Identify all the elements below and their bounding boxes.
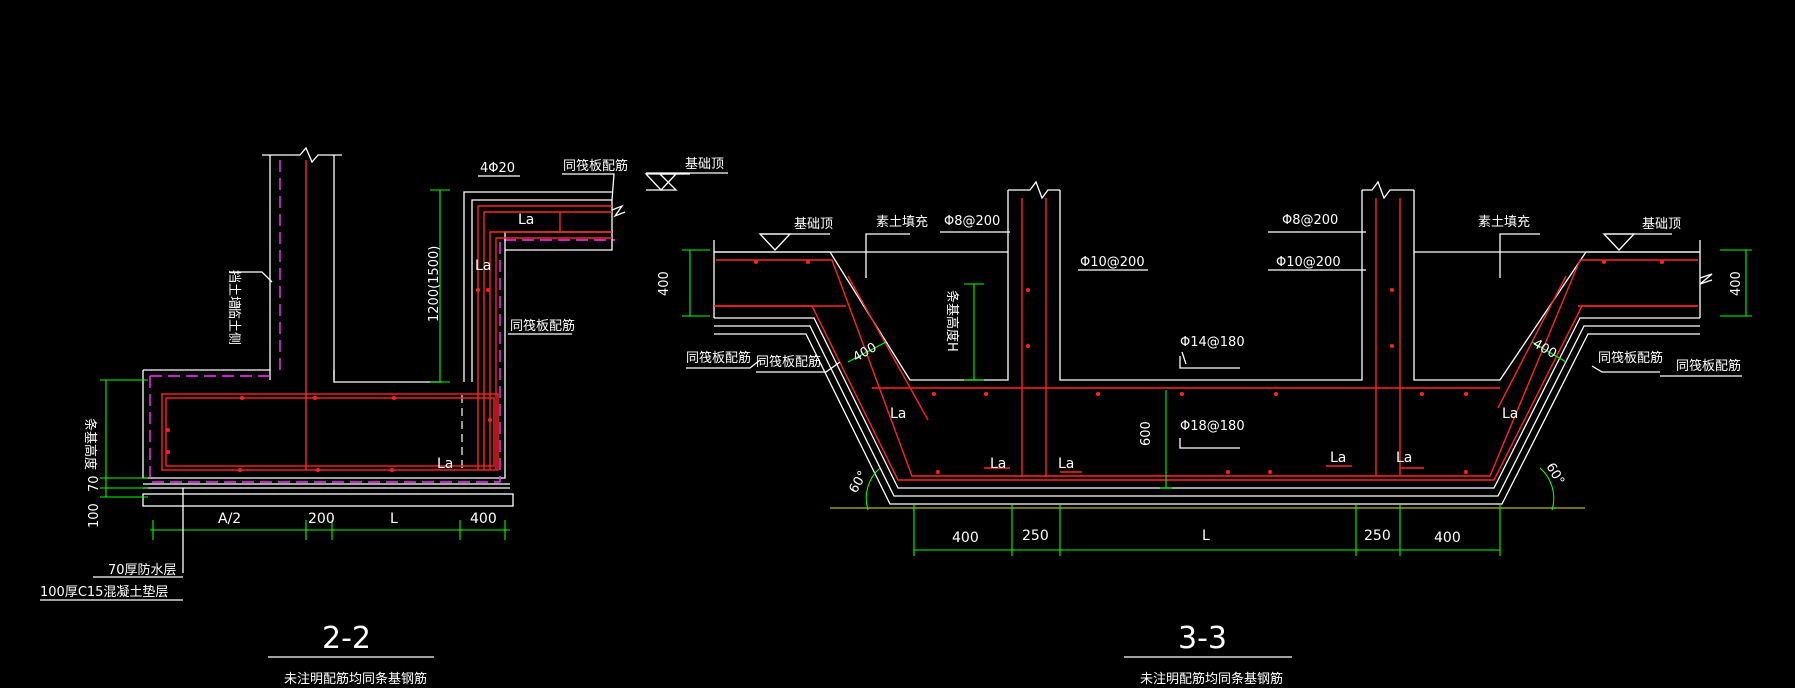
label-same-slab-rebar-side: 同筏板配筋 xyxy=(510,318,575,334)
dim-l: L xyxy=(390,511,398,527)
label-la-bottom: La xyxy=(437,456,453,472)
label-la-1: La xyxy=(890,406,906,422)
label-rebar-14: Φ14@180 xyxy=(1180,335,1245,350)
dim-250b: 250 xyxy=(1364,528,1391,544)
label-600: 600 xyxy=(1139,421,1154,446)
label-400-slope-left: 400 xyxy=(851,340,880,365)
label-la-4: La xyxy=(1330,450,1346,466)
strip-footing-outline xyxy=(142,191,626,507)
dimensions-3-3 xyxy=(682,249,1752,556)
label-soil-side: 临土侧 xyxy=(226,306,241,345)
label-angle-right: 60° xyxy=(1543,461,1568,488)
label-rebar-10-left: Φ10@200 xyxy=(1080,255,1145,270)
label-same-slab-rebar-top: 同筏板配筋 xyxy=(563,158,628,174)
label-la-top: La xyxy=(518,212,534,228)
rebar-cage-2-2 xyxy=(161,205,612,472)
note-3-3: 未注明配筋均同条基钢筋 xyxy=(1140,671,1283,687)
label-la-5: La xyxy=(1396,450,1412,466)
label-waterproof: 70厚防水层 xyxy=(108,562,177,578)
label-retaining-wall: 挡土墙 xyxy=(226,270,241,309)
title-2-2: 2-2 xyxy=(322,621,371,656)
leaders-2-2 xyxy=(40,172,728,601)
label-rebar-10-right: Φ10@200 xyxy=(1276,255,1341,270)
title-3-3: 3-3 xyxy=(1178,621,1227,656)
label-strip-base-height-h: 条基高度H xyxy=(944,290,960,352)
label-rebar-4phi20: 4Φ20 xyxy=(480,161,515,176)
label-la-side: La xyxy=(475,258,491,274)
label-height-dim: 1200(1500) xyxy=(427,246,442,322)
label-strip-base-height: 条基高度 xyxy=(82,418,98,470)
dimensions-2-2 xyxy=(100,189,510,540)
section-2-2: 挡土墙 临土侧 条基高度 4Φ20 同筏板配筋 基础顶 La La La 同筏板… xyxy=(40,146,728,687)
label-rebar-18: Φ18@180 xyxy=(1180,419,1245,434)
label-rebar-8-right: Φ8@200 xyxy=(1282,213,1338,228)
note-2-2: 未注明配筋均同条基钢筋 xyxy=(284,671,427,687)
label-same-slab-l1: 同筏板配筋 xyxy=(686,350,751,366)
section-3-3: 基础顶 素土填充 Φ8@200 Φ10@200 Φ8@200 Φ10@200 素… xyxy=(657,180,1752,687)
label-foundation-top-right: 基础顶 xyxy=(1642,217,1681,232)
dim-400a: 400 xyxy=(952,530,979,546)
label-400-right-v: 400 xyxy=(1729,271,1744,296)
trench-outline-3-3 xyxy=(713,180,1713,509)
label-same-slab-r1: 同筏板配筋 xyxy=(1598,350,1663,366)
dim-400b: 400 xyxy=(1434,530,1461,546)
label-foundation-top: 基础顶 xyxy=(685,157,724,172)
label-plain-soil-right: 素土填充 xyxy=(1478,214,1530,230)
label-400-left-v: 400 xyxy=(657,271,672,296)
dim-l-3-3: L xyxy=(1202,528,1210,544)
dim-100: 100 xyxy=(87,503,102,528)
dim-a2: A/2 xyxy=(218,511,241,527)
label-foundation-top-left: 基础顶 xyxy=(794,217,833,232)
label-rebar-8-left: Φ8@200 xyxy=(944,214,1000,229)
dim-250a: 250 xyxy=(1022,528,1049,544)
leaders-3-3 xyxy=(686,231,1742,449)
rebar-3-3 xyxy=(714,198,1698,481)
label-la-3: La xyxy=(1058,456,1074,472)
label-cushion: 100厚C15混凝土垫层 xyxy=(40,584,168,600)
dim-200: 200 xyxy=(308,511,335,527)
labels-3-3: 基础顶 素土填充 Φ8@200 Φ10@200 Φ8@200 Φ10@200 素… xyxy=(657,213,1744,687)
label-angle-left: 60° xyxy=(846,469,871,496)
labels-2-2: 挡土墙 临土侧 条基高度 4Φ20 同筏板配筋 基础顶 La La La 同筏板… xyxy=(40,157,724,687)
label-la-6: La xyxy=(1502,406,1518,422)
retaining-wall-outline xyxy=(262,146,342,470)
dim-400: 400 xyxy=(470,511,497,527)
label-la-2: La xyxy=(990,456,1006,472)
label-same-slab-l2: 同筏板配筋 xyxy=(756,354,821,370)
dim-70: 70 xyxy=(87,475,102,492)
label-plain-soil-left: 素土填充 xyxy=(876,214,928,230)
label-same-slab-r2: 同筏板配筋 xyxy=(1676,358,1741,374)
label-400-slope-right: 400 xyxy=(1530,336,1559,361)
